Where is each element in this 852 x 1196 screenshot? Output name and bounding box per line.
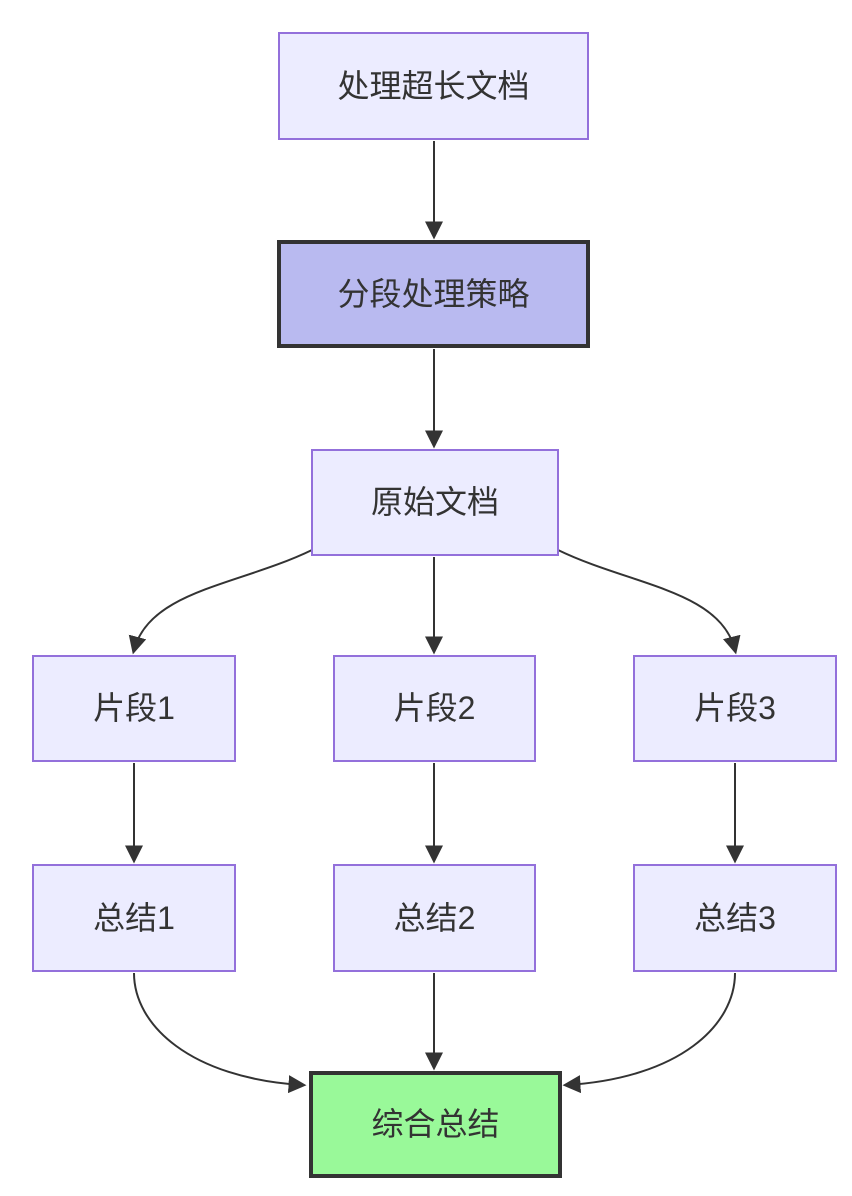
node-summary-1: 总结1 xyxy=(32,864,236,972)
edge-summary-3-to-final xyxy=(562,972,736,1094)
node-strategy: 分段处理策略 xyxy=(277,240,590,348)
edge-source-doc-to-segment-1 xyxy=(128,549,313,655)
node-segment-2: 片段2 xyxy=(333,655,536,762)
edge-summary-1-to-final xyxy=(133,972,307,1094)
node-final-summary: 综合总结 xyxy=(309,1071,562,1178)
node-source-doc: 原始文档 xyxy=(311,449,559,556)
edge-source-doc-to-segment-3 xyxy=(557,549,741,655)
node-summary-2: 总结2 xyxy=(333,864,536,972)
node-summary-3: 总结3 xyxy=(633,864,837,972)
node-segment-1: 片段1 xyxy=(32,655,236,762)
node-segment-3: 片段3 xyxy=(633,655,837,762)
node-task: 处理超长文档 xyxy=(278,32,589,140)
